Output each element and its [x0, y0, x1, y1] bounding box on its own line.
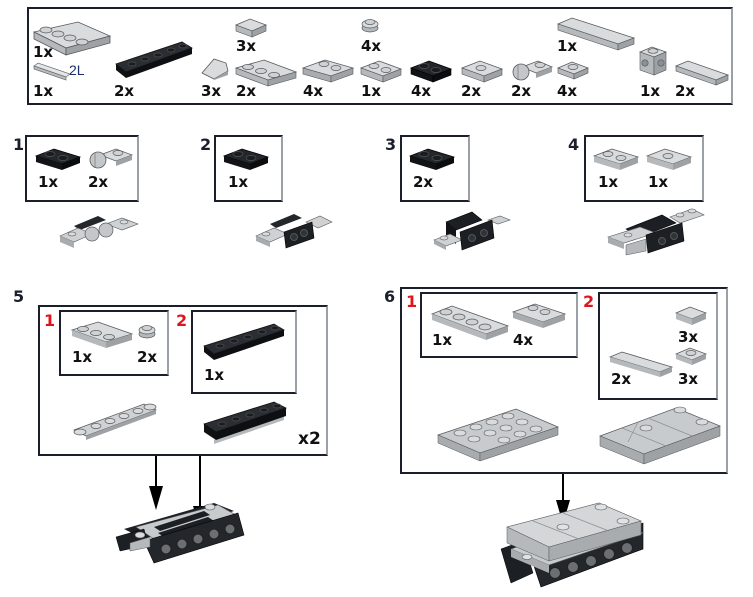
tile-1x4-icon [556, 17, 636, 51]
qty-label: 1x [33, 43, 54, 61]
qty-label: 1x [361, 82, 382, 100]
step-5-1-parts-box [59, 310, 169, 376]
step-6-2-assembly [599, 406, 721, 465]
step-6-2-parts-box [598, 292, 718, 400]
plate-1x2-black-icon [408, 148, 456, 170]
qty-label: 1x [38, 173, 59, 191]
jumper-plate-icon [460, 60, 504, 83]
substep-number: 1 [406, 292, 418, 311]
plate-ball-icon [89, 148, 134, 169]
axle-2l-icon [33, 62, 71, 81]
tile-1x1-icon [674, 306, 708, 325]
step-number: 1 [13, 135, 25, 154]
tile-1x3-icon [608, 351, 674, 377]
step-number: 4 [568, 135, 580, 154]
plate-1x2-black-icon [34, 148, 82, 170]
plate-1x2-black-icon [222, 148, 270, 170]
qty-label: 4x [361, 37, 382, 55]
step-5-1-assembly [73, 403, 157, 440]
plate-1x1-icon [674, 347, 708, 365]
qty-label: 2x [137, 348, 158, 366]
qty-label: 4x [513, 331, 534, 349]
tile-1x1-icon [234, 18, 268, 38]
qty-label: 1x [33, 82, 54, 100]
qty-label: 1x [432, 331, 453, 349]
qty-label: 2x [236, 82, 257, 100]
step-number: 5 [13, 287, 25, 306]
plate-1x3-icon [70, 321, 134, 348]
plate-1x2-rail-icon [511, 303, 567, 328]
liftarm-1x5-icon [203, 323, 285, 360]
qty-label: 1x [640, 82, 661, 100]
qty-label: 1x [72, 348, 93, 366]
step-2-assembly [255, 214, 333, 249]
substep-number: 1 [44, 311, 56, 330]
qty-label: 2x [461, 82, 482, 100]
step-4-parts-box [584, 135, 704, 202]
qty-label: 3x [678, 370, 699, 388]
round-plate-1x1-icon [138, 325, 156, 339]
step-4-assembly [607, 208, 705, 256]
plate-1x4-icon [430, 305, 510, 340]
arrow-icon [149, 456, 163, 510]
qty-label: 1x [204, 366, 225, 384]
step-3-assembly [433, 211, 511, 251]
qty-label: 4x [411, 82, 432, 100]
qty-label: 3x [236, 37, 257, 55]
step-6-1-assembly [437, 408, 559, 462]
qty-label: 2x [611, 370, 632, 388]
qty-label: 3x [678, 328, 699, 346]
plate-1x2-black-icon [409, 60, 453, 83]
substep-number: 2 [583, 292, 595, 311]
multiplier-label: x2 [298, 429, 321, 449]
arrow-icon [556, 474, 570, 524]
qty-label: 1x [648, 173, 669, 191]
tile-1x3-icon [674, 60, 730, 86]
step-5-2-assembly [203, 401, 288, 444]
step-5-result-tank-chassis [115, 503, 245, 564]
qty-label: 1x [228, 173, 249, 191]
plate-1x2-rail-icon [301, 59, 355, 83]
step-1-assembly [59, 216, 139, 248]
qty-label: 2x [114, 82, 135, 100]
step-2-parts-box [214, 135, 283, 202]
step-number: 6 [384, 287, 396, 306]
qty-label: 1x [598, 173, 619, 191]
qty-label: 4x [303, 82, 324, 100]
qty-label: 4x [557, 82, 578, 100]
plate-1x2-icon [359, 60, 403, 83]
qty-label: 2x [88, 173, 109, 191]
jumper-plate-icon [645, 148, 693, 170]
substep-number: 2 [176, 311, 188, 330]
plate-1x4-icon [32, 21, 112, 56]
qty-label: 1x [557, 37, 578, 55]
qty-label: 3x [201, 82, 222, 100]
plate-1x2-icon [592, 148, 640, 170]
liftarm-1x5-icon [115, 41, 193, 78]
axle-length-label: 2L [69, 62, 85, 78]
step-number: 3 [385, 135, 397, 154]
qty-label: 2x [511, 82, 532, 100]
plate-1x1-icon [556, 61, 590, 80]
step-1-parts-box [25, 135, 139, 202]
brick-studs-sides-icon [638, 46, 668, 76]
plate-ball-icon [512, 60, 554, 81]
step-6-result-tank [500, 502, 644, 588]
step-number: 2 [200, 135, 212, 154]
plate-1x3-icon [234, 59, 298, 87]
round-plate-1x1-icon [361, 19, 379, 33]
qty-label: 2x [675, 82, 696, 100]
qty-label: 2x [413, 173, 434, 191]
slope-1x1-icon [201, 58, 229, 80]
